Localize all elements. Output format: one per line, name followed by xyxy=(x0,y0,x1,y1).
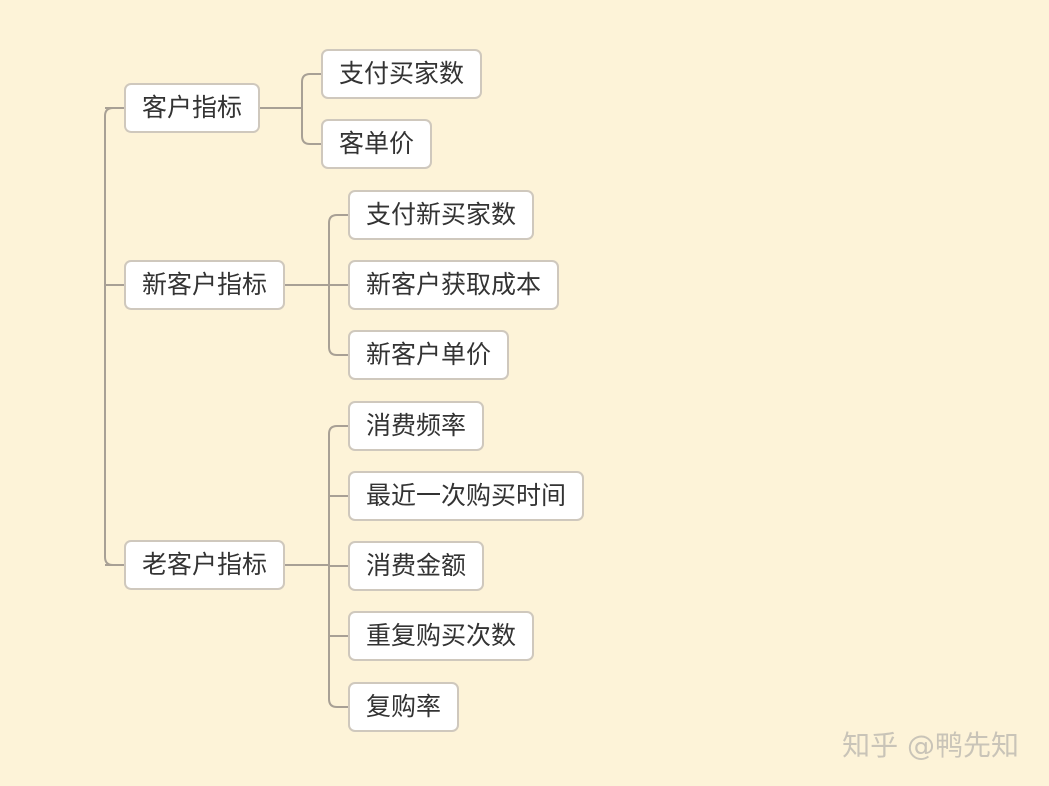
connector-main-trunk xyxy=(104,107,124,566)
connector-branch-to-leaf xyxy=(301,108,321,145)
leaf-node-new-paying-buyers[interactable]: 支付新买家数 xyxy=(348,190,535,240)
connector-branch-to-leaf xyxy=(328,285,348,356)
leaf-node-spending-amount[interactable]: 消费金额 xyxy=(348,541,485,591)
leaf-node-new-customer-acquisition-cost[interactable]: 新客户获取成本 xyxy=(348,260,560,310)
connector-branch-to-leaf xyxy=(328,565,348,708)
leaf-node-new-customer-unit-price[interactable]: 新客户单价 xyxy=(348,330,510,380)
group-node-customer-metrics[interactable]: 客户指标 xyxy=(124,83,261,133)
leaf-node-repeat-purchase-count[interactable]: 重复购买次数 xyxy=(348,611,535,661)
leaf-node-paying-buyers[interactable]: 支付买家数 xyxy=(321,49,483,99)
leaf-node-purchase-frequency[interactable]: 消费频率 xyxy=(348,401,485,451)
leaf-node-last-purchase-time[interactable]: 最近一次购买时间 xyxy=(348,471,585,521)
connector-branch-to-leaf xyxy=(328,214,348,285)
leaf-node-avg-order-value[interactable]: 客单价 xyxy=(321,119,433,169)
watermark: 知乎 @鸭先知 xyxy=(842,729,1019,762)
group-node-new-customer-metrics[interactable]: 新客户指标 xyxy=(124,260,286,310)
group-node-old-customer-metrics[interactable]: 老客户指标 xyxy=(124,540,286,590)
connector-branch-to-leaf xyxy=(328,425,348,565)
connector-branch-to-leaf xyxy=(301,73,321,108)
leaf-node-repurchase-rate[interactable]: 复购率 xyxy=(348,682,460,732)
